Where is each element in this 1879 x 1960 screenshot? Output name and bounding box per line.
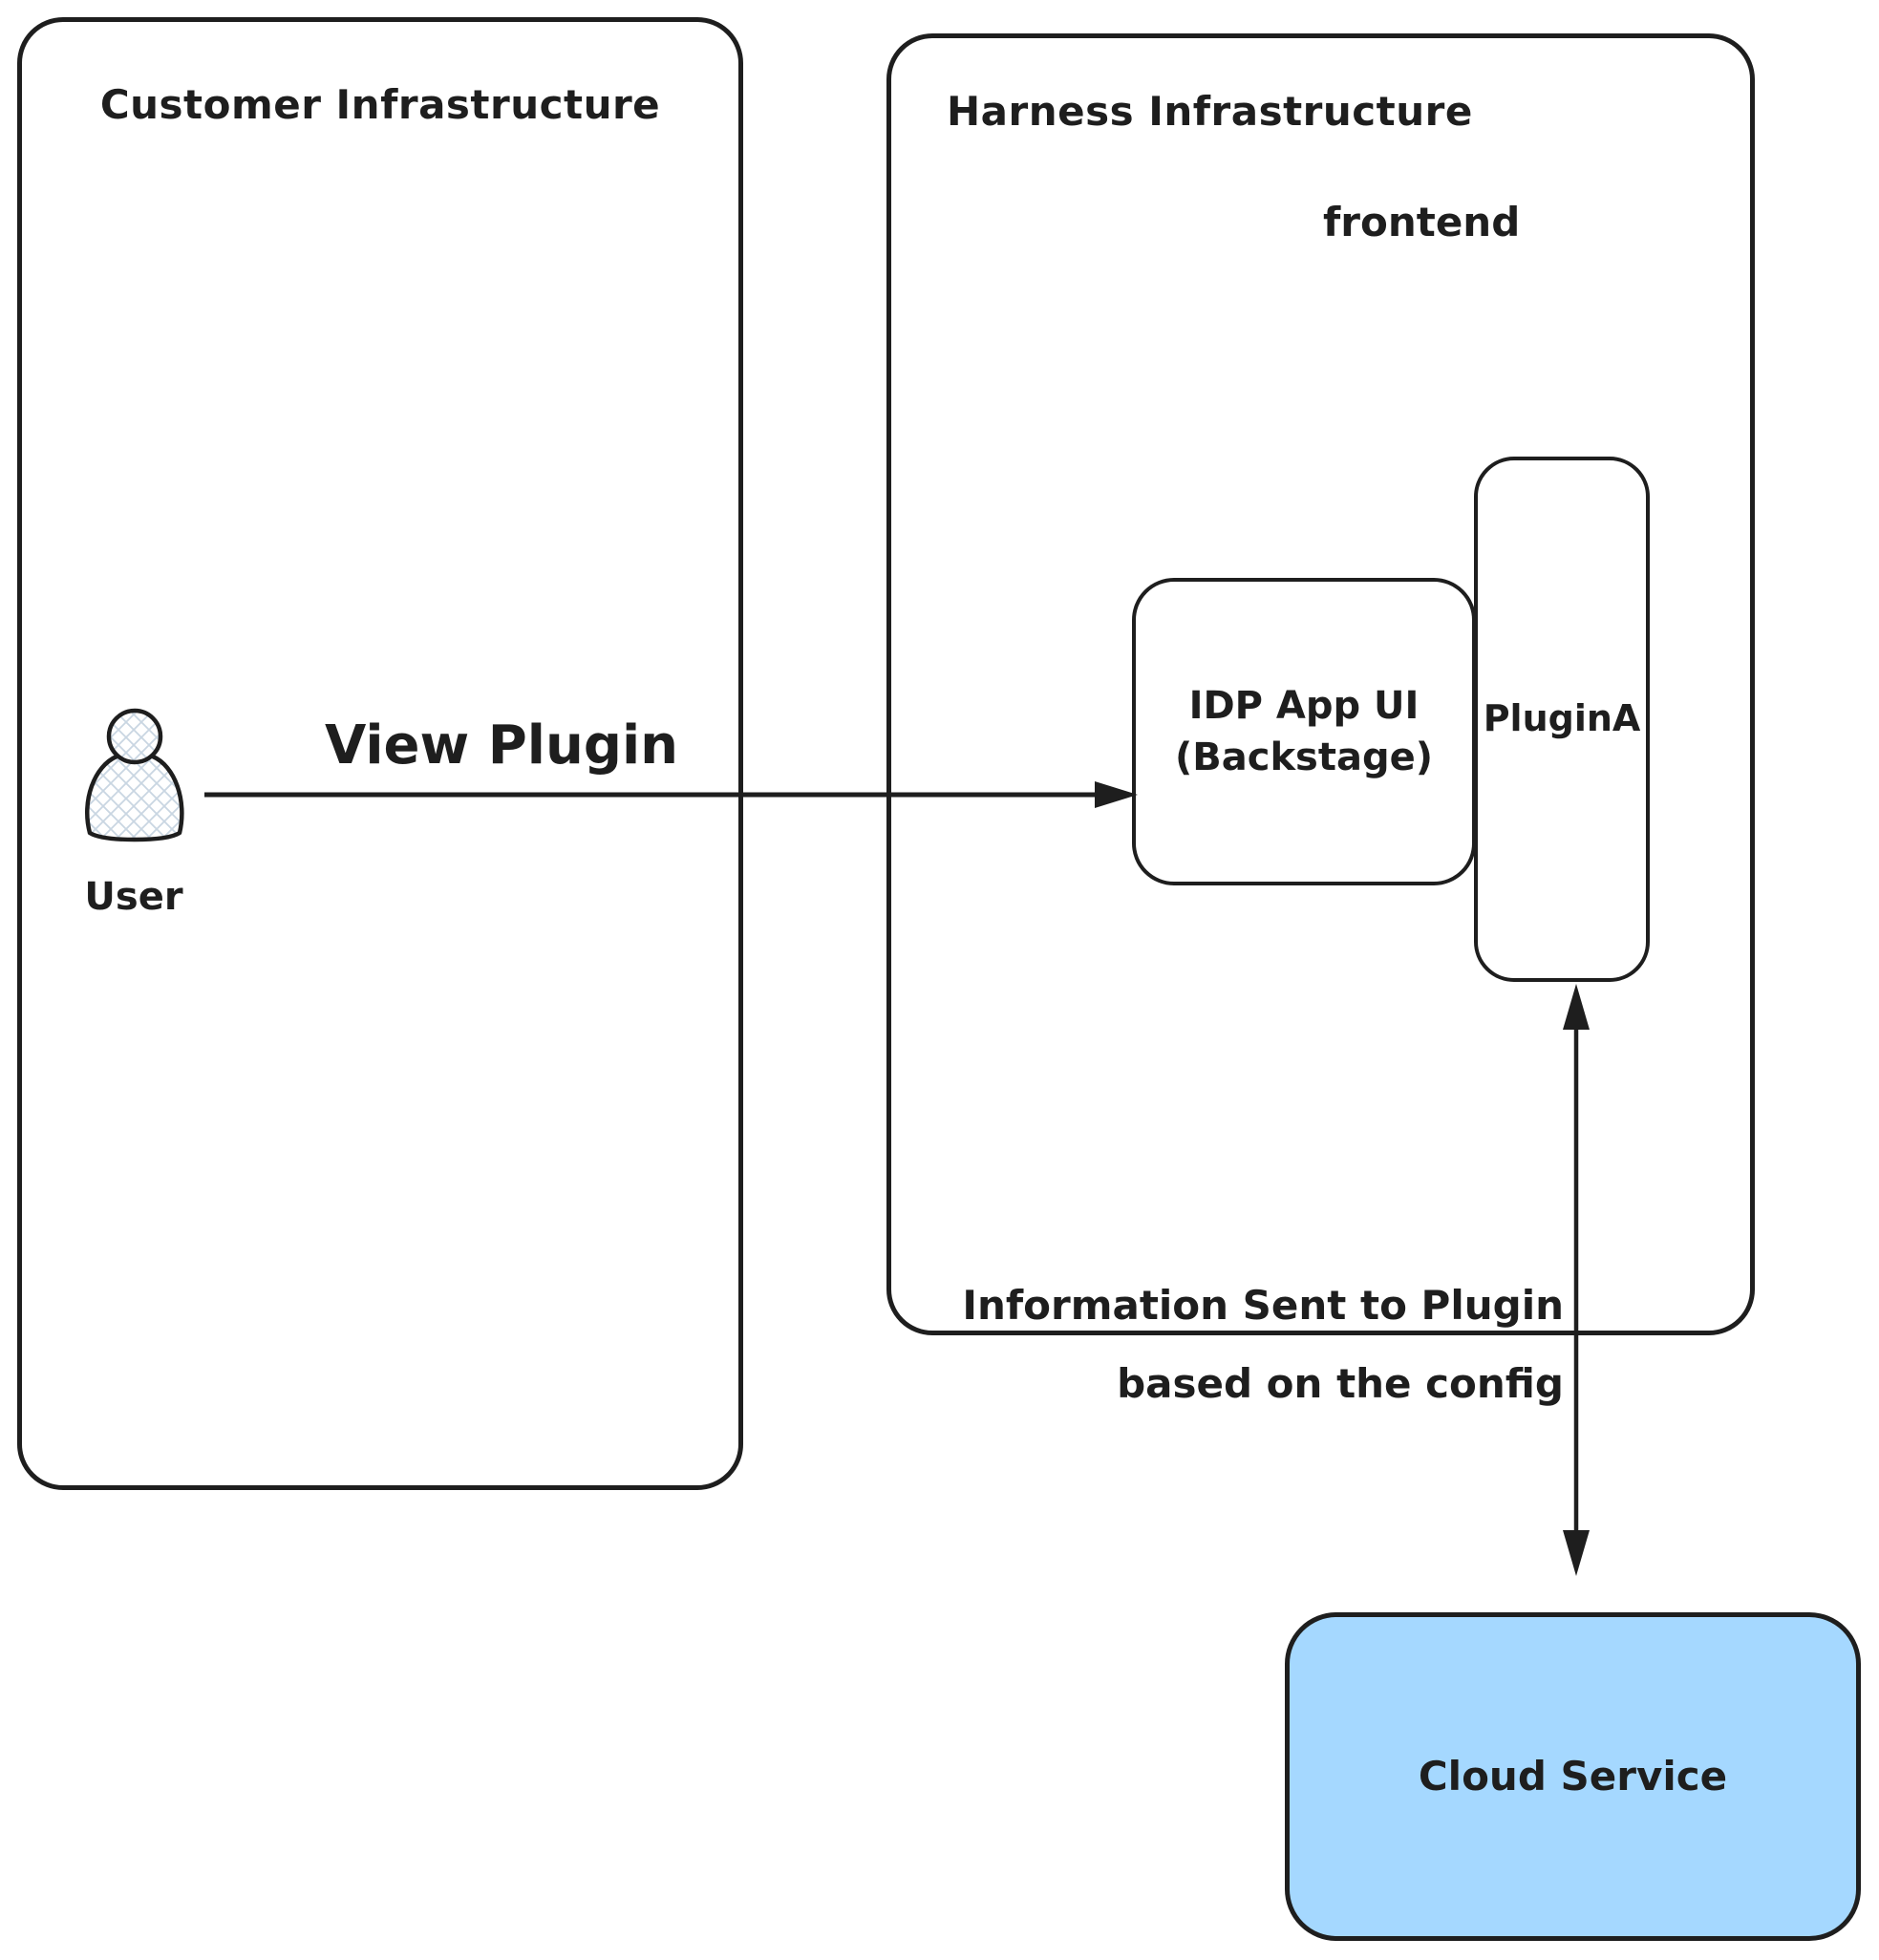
customer-infrastructure-title: Customer Infrastructure (99, 81, 661, 128)
info-sent-label-line2: based on the config (1117, 1359, 1564, 1407)
frontend-label: frontend (1323, 199, 1521, 245)
idp-app-ui-label: IDP App UI (Backstage) (1175, 680, 1433, 783)
customer-infrastructure-box: Customer Infrastructure (17, 17, 743, 1490)
arrowhead-right (1095, 781, 1138, 808)
view-plugin-label: View Plugin (325, 714, 679, 777)
info-sent-label-line1: Information Sent to Plugin (962, 1282, 1564, 1329)
cloud-service-box: Cloud Service (1285, 1612, 1861, 1941)
plugin-cloud-arrow (1563, 984, 1590, 1576)
idp-app-ui-label-line1: IDP App UI (1188, 684, 1420, 728)
user-label: User (84, 875, 183, 919)
plugina-label: PluginA (1483, 697, 1641, 740)
plugina-box: PluginA (1474, 457, 1650, 982)
user-icon (85, 708, 184, 842)
arrowhead-down (1563, 1530, 1590, 1576)
view-plugin-arrow (204, 781, 1138, 808)
idp-app-ui-label-line2: (Backstage) (1174, 735, 1434, 779)
cloud-service-label: Cloud Service (1418, 1752, 1728, 1800)
harness-infrastructure-box: Harness Infrastructure frontend (886, 33, 1755, 1335)
idp-app-ui-box: IDP App UI (Backstage) (1132, 578, 1476, 885)
info-sent-label: Information Sent to Plugin based on the … (962, 1267, 1564, 1423)
harness-infrastructure-title: Harness Infrastructure (947, 88, 1473, 135)
arrowhead-up (1563, 984, 1590, 1030)
